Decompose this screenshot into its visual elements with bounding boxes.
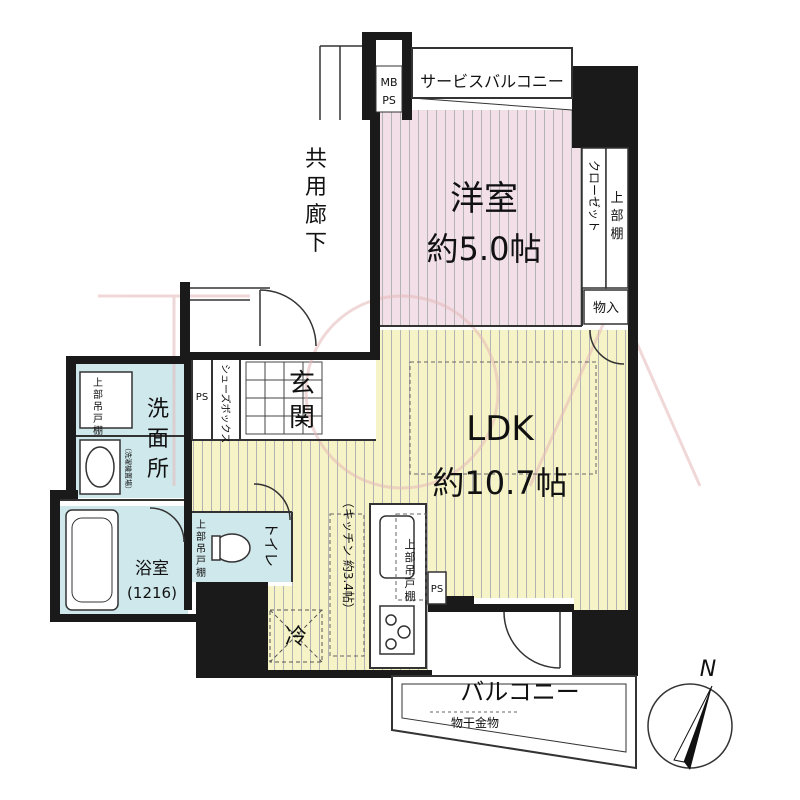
storage (583, 289, 629, 325)
clothes-hanger-label: 物干金物 (451, 715, 499, 730)
stove-burner (397, 625, 411, 639)
washroom-label: 洗 (147, 397, 169, 422)
toilet-upper-shelf-label: 上 (196, 519, 206, 531)
ps-entrance-label: PS (196, 392, 208, 403)
ps-kitchen-box (427, 571, 447, 605)
toilet-label: トイレ (262, 522, 280, 567)
ps-kitchen-label: PS (431, 584, 443, 595)
toilet-upper-shelf-label: 戸 (196, 555, 206, 567)
wash-note: （洗濯機置場） (124, 444, 133, 493)
upper-shelf-room-label: 棚 (610, 227, 623, 242)
toilet-upper-shelf-label: 吊 (196, 543, 206, 555)
stove-burner (385, 638, 397, 650)
storage-label: 物入 (593, 301, 619, 316)
meter-box-doors (319, 45, 362, 120)
fridge-label: 冷 (285, 625, 307, 650)
upper-shelf-room-label: 上 (610, 191, 623, 206)
toilet-upper-shelf-label: 部 (196, 530, 206, 543)
stove-burner (385, 614, 397, 626)
bathtub-inner (71, 517, 113, 603)
wash-shelf (79, 371, 133, 429)
fridge-space (269, 609, 323, 663)
mb-ps-label: MB (380, 76, 397, 89)
bathtub (65, 509, 119, 611)
door-swings (149, 287, 625, 669)
corridor-label: 共 (305, 147, 327, 172)
wash-upper-shelf-label: 戸 (93, 413, 103, 425)
toilet-upper-shelf-label: 棚 (196, 566, 206, 579)
ldk-label: LDK (466, 409, 535, 449)
bath-label: 浴室 (135, 559, 169, 579)
ldk-size: 約10.7帖 (432, 464, 567, 502)
wash-upper-shelf-label: 棚 (93, 424, 103, 437)
corridor-label: 用 (305, 175, 327, 200)
western-room-stripes (378, 110, 582, 326)
watermark-logo (98, 292, 702, 490)
north-label: N (700, 657, 716, 682)
wash-upper-shelf-label: 吊 (93, 401, 103, 413)
entrance-label: 玄 (289, 369, 315, 399)
corridor-label: 廊 (305, 203, 327, 228)
toilet-tank (211, 535, 221, 561)
mb-ps-label: PS (382, 94, 396, 107)
upper-shelf-room (605, 147, 629, 289)
kitchen-sink (379, 515, 415, 579)
kitchen-label: （キッチン 約3.4帖） (341, 496, 356, 615)
compass-needle (684, 686, 712, 770)
compass-needle-tail (673, 685, 713, 763)
balcony-inner (401, 683, 627, 753)
walls (50, 32, 638, 678)
kitchen-dashed-area (329, 513, 365, 657)
balcony-label: バルコニー (460, 678, 580, 706)
upper-shelf-room-label: 部 (610, 209, 623, 224)
closet-label: クローゼット (587, 160, 601, 232)
kitchen-upper-shelf-label: 上 (405, 538, 416, 551)
ldk-dashed-outline (409, 361, 597, 475)
western-room-label: 洋室 (450, 179, 518, 219)
washroom-label: 面 (147, 427, 169, 452)
kitchen-upper-shelf-label: 部 (405, 550, 416, 564)
service-balcony-label: サービスバルコニー (420, 72, 564, 91)
service-balcony (411, 47, 573, 99)
western-room-size: 約5.0帖 (427, 230, 542, 268)
kitchen-upper-shelf-label: 戸 (405, 577, 416, 590)
balcony-outline (391, 675, 637, 770)
wash-upper-shelf-label: 部 (93, 388, 103, 401)
washbasin-bowl (85, 446, 115, 488)
corridor-label: 下 (305, 231, 327, 256)
kitchen-upper-shelf-label: 棚 (405, 589, 416, 603)
shoe-box-label: シューズボックス (219, 364, 232, 443)
mb-ps-box (375, 65, 403, 113)
entrance-label: 関 (289, 403, 315, 433)
compass (647, 683, 733, 770)
wash-upper-shelf-label: 上 (93, 377, 103, 389)
bath-size: (1216) (127, 584, 177, 602)
kitchen-upper-shelf (395, 513, 427, 601)
kitchen-upper-shelf-label: 吊 (405, 564, 416, 577)
washroom-label: 所 (147, 457, 169, 482)
